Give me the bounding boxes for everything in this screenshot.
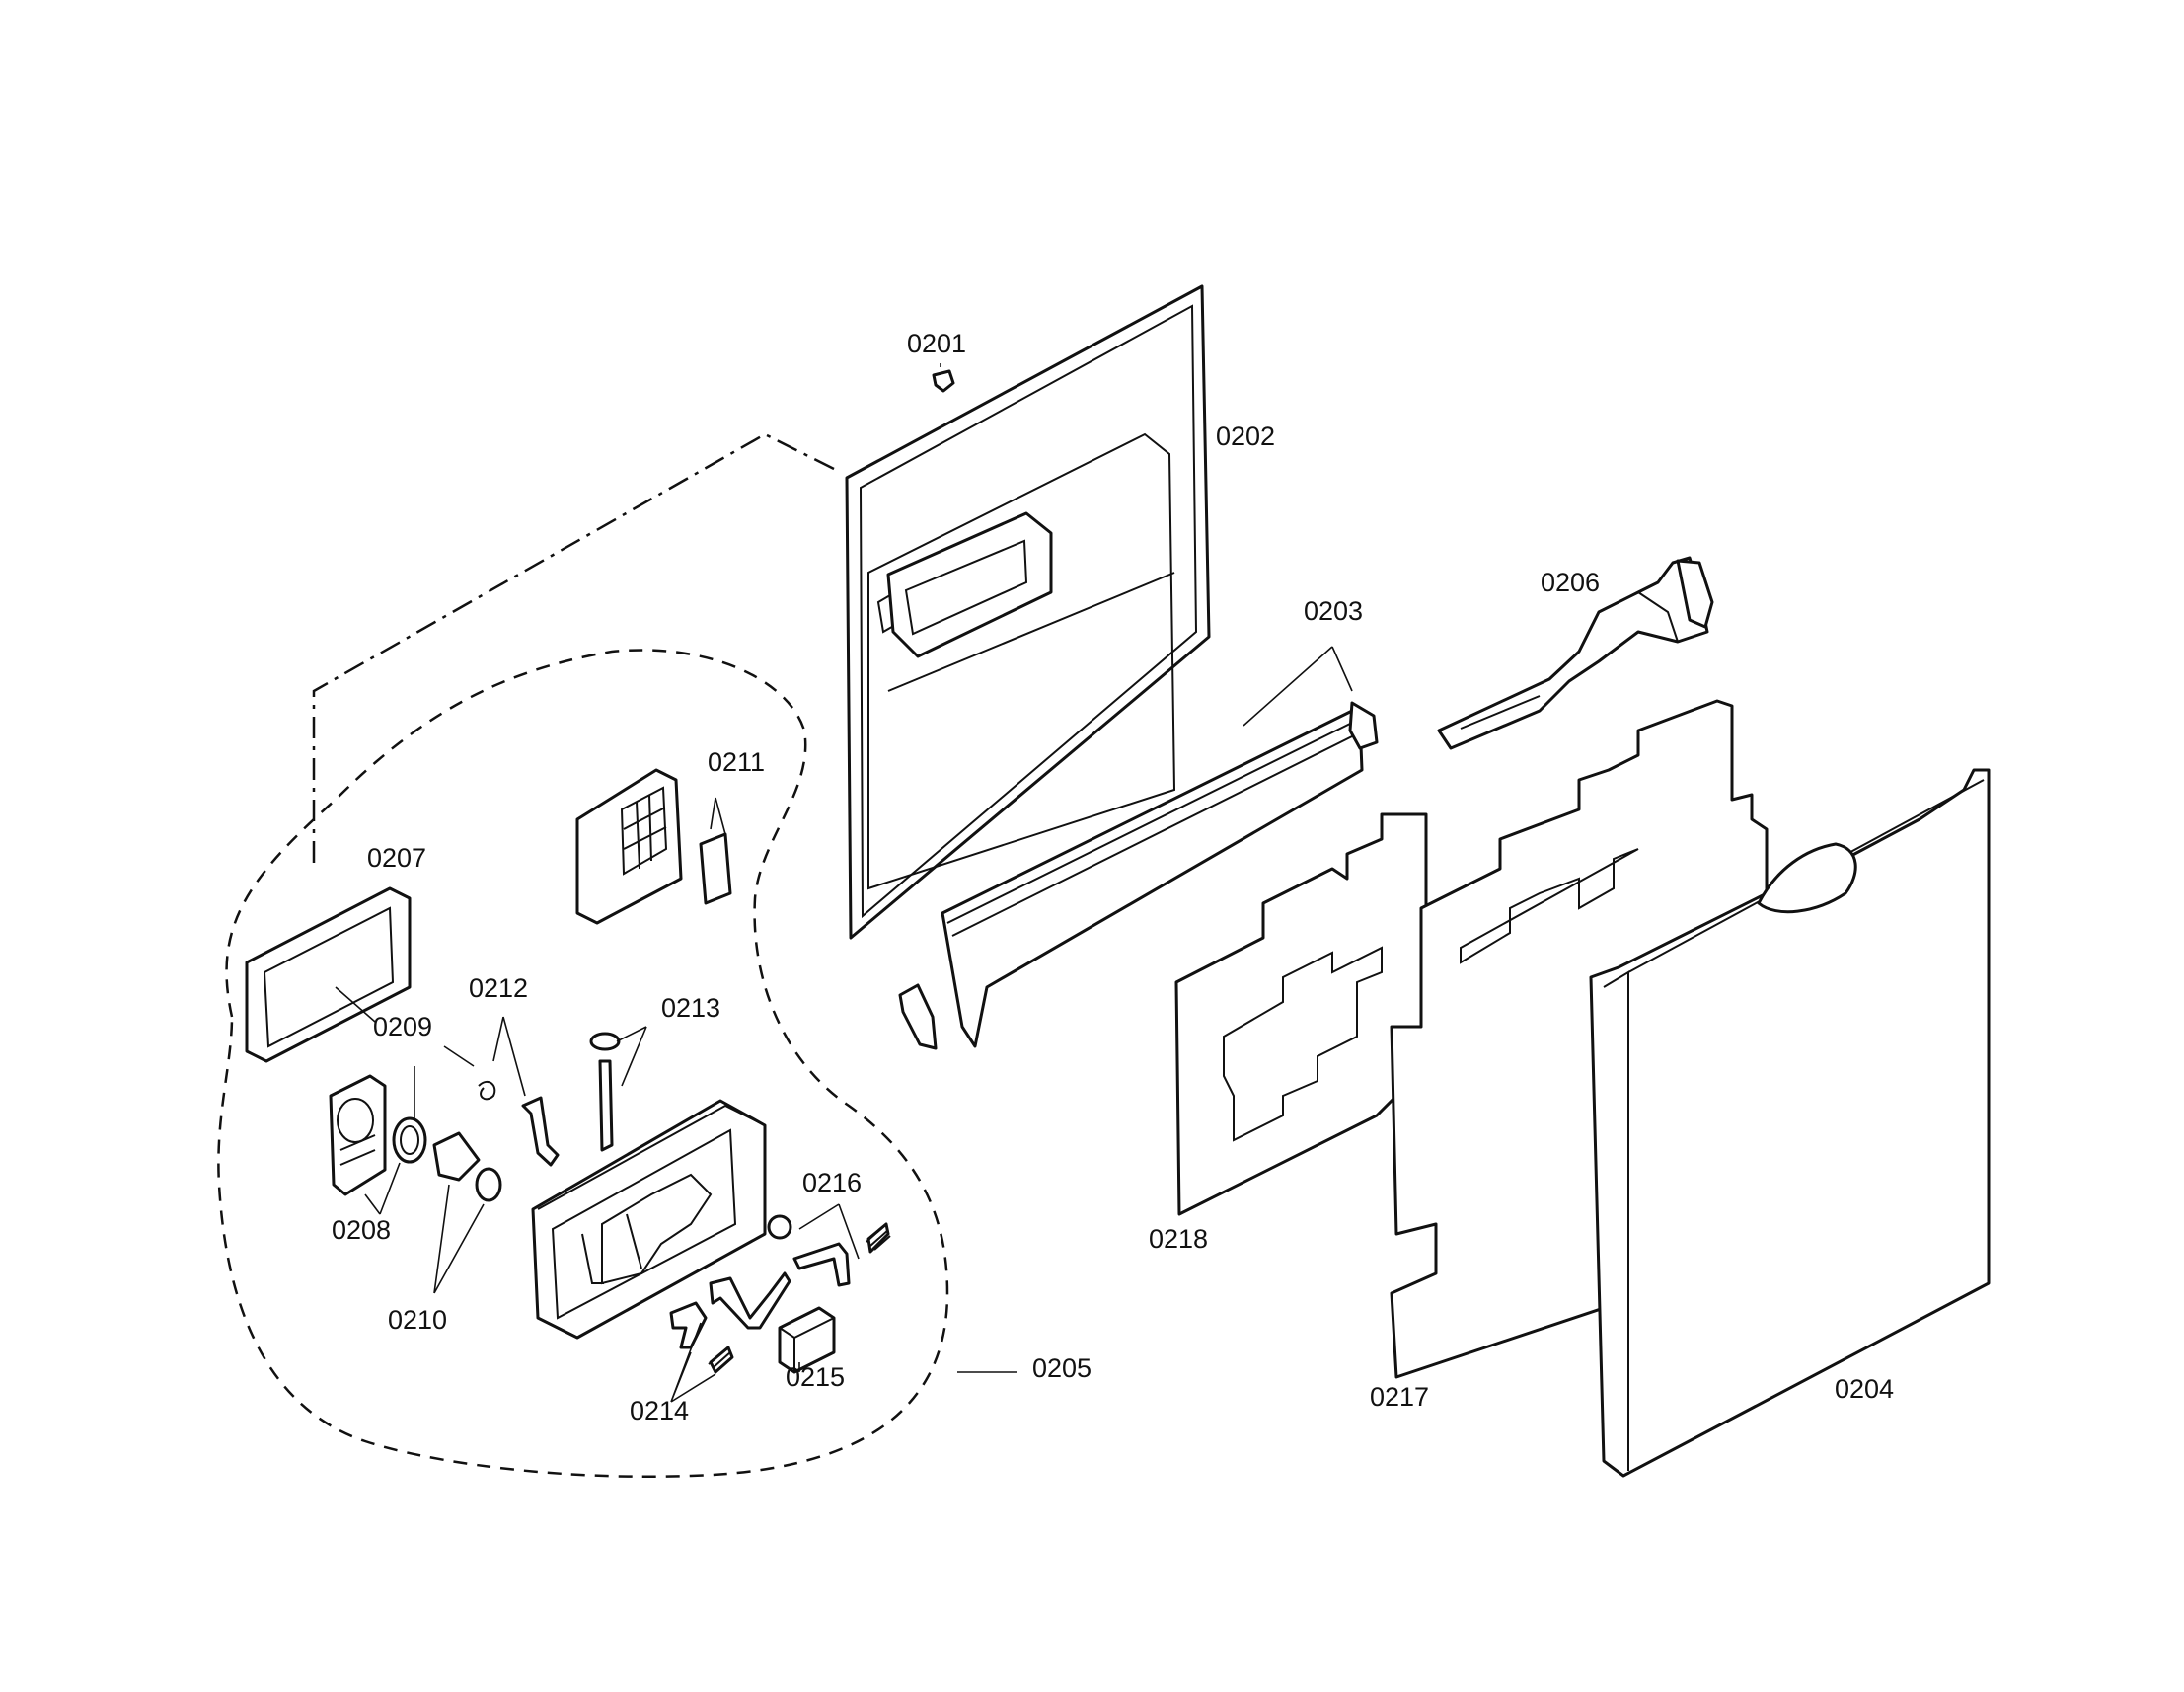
label-0209: 0209	[373, 1012, 432, 1041]
label-0207: 0207	[367, 843, 426, 873]
label-0217: 0217	[1370, 1382, 1429, 1412]
part-0214-levers	[669, 1271, 791, 1374]
label-0210: 0210	[388, 1305, 447, 1335]
leader-lines	[335, 363, 1353, 1403]
part-0215-switch	[778, 1306, 836, 1374]
part-0202-inner-door	[845, 284, 1211, 940]
part-0204-outer-panel	[1589, 768, 1991, 1478]
label-0204: 0204	[1835, 1374, 1894, 1404]
subassembly-0205-enclosure	[217, 649, 949, 1479]
label-0201: 0201	[907, 329, 966, 358]
part-0208-holder	[329, 1074, 387, 1196]
label-0208: 0208	[332, 1215, 391, 1245]
label-0213: 0213	[661, 993, 720, 1023]
assembly-boundary-line	[312, 432, 835, 867]
label-0206: 0206	[1541, 568, 1600, 597]
label-0202: 0202	[1216, 422, 1275, 451]
part-0212-spring-lever	[478, 1080, 560, 1167]
part-0213-pin	[589, 1032, 621, 1152]
label-0211: 0211	[708, 747, 765, 777]
part-0206-bracket	[1437, 556, 1714, 750]
part-0218-insulation	[1174, 812, 1428, 1216]
part-0205-dispenser-housing	[531, 1099, 767, 1340]
label-0205: 0205	[1032, 1353, 1092, 1383]
label-0212: 0212	[469, 973, 528, 1003]
label-0218: 0218	[1149, 1224, 1208, 1254]
part-0211-vent	[575, 768, 732, 925]
label-0216: 0216	[802, 1168, 862, 1197]
part-0207-lid	[245, 886, 412, 1063]
label-0215: 0215	[786, 1362, 845, 1392]
label-0214: 0214	[630, 1396, 689, 1425]
part-0216-spring	[767, 1214, 891, 1287]
part-0210-seal-rings	[392, 1116, 502, 1202]
part-0203-trim-rail	[898, 701, 1379, 1050]
part-0201-screw	[932, 369, 955, 393]
label-0203: 0203	[1304, 596, 1363, 626]
